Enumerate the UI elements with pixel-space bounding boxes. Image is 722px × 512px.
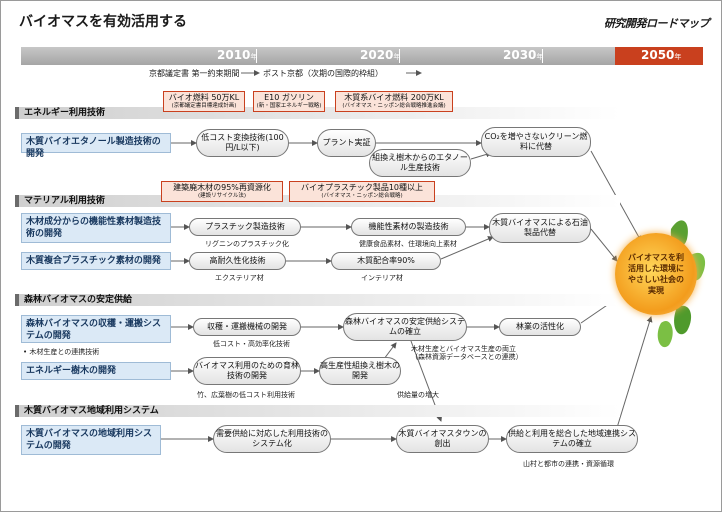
page-title: バイオマスを有効活用する xyxy=(19,14,187,30)
node-demand-system: 需要供給に対応した利用技術のシステム化 xyxy=(213,425,331,453)
note-wood-production: • 木材生産との連携技術 xyxy=(23,348,100,356)
node-regional-link: 供給と利用を総合した地域連携システムの確立 xyxy=(506,425,638,453)
node-durability: 高耐久性化技術 xyxy=(189,252,286,270)
section-supply: 森林バイオマスの安定供給 xyxy=(15,294,620,306)
target-e10: E10 ガソリン(新・国家エネルギー戦略) xyxy=(253,91,325,112)
node-stable-supply: 森林バイオマスの安定供給システムの確立 xyxy=(343,313,467,341)
tech-energy-forest: エネルギー樹木の開発 xyxy=(21,362,171,380)
phase-kyoto-1: 京都議定書 第一約束期間 xyxy=(149,69,240,78)
target-bioplastic: バイオプラスチック製品10種以上(バイオマス・ニッポン総合戦略) xyxy=(289,181,435,202)
conn-link-goal xyxy=(615,316,653,432)
year-2020: 2020年 xyxy=(360,48,401,62)
node-functional-material: 機能性素材の製造技術 xyxy=(351,218,466,236)
timeline-bar xyxy=(21,47,615,65)
ann-health: 健康食品素材、住環境向上素材 xyxy=(359,240,457,248)
tech-regional-system: 木質バイオマスの地域利用システムの開発 xyxy=(21,425,161,455)
tech-functional-material: 木材成分からの機能性素材製造技術の開発 xyxy=(21,213,171,243)
node-biomass-town: 木質バイオマスタウンの創出 xyxy=(396,425,489,453)
ann-coexist: 木材生産とバイオマス生産の両立（森林資源データベースとの連携） xyxy=(411,345,523,361)
node-plastic-tech: プラスチック製造技術 xyxy=(189,218,301,236)
node-co2-clean-fuel: CO₂を増やさないクリーン燃料に代替 xyxy=(481,127,591,157)
timeline-tick xyxy=(256,49,257,63)
ann-lowcost-harvest: 低コスト・高効率化技術 xyxy=(213,340,290,348)
node-harvest-machine: 収穫・運搬機械の開発 xyxy=(193,318,301,336)
node-wood-ratio: 木質配合率90% xyxy=(331,252,441,270)
ann-lignin: リグニンのプラスチック化 xyxy=(205,240,289,248)
ann-village-city: 山村と都市の連携・資源循環 xyxy=(523,460,614,468)
ann-exterior: エクステリア材 xyxy=(215,274,264,282)
node-forestry-revival: 林業の活性化 xyxy=(499,318,581,336)
node-low-cost-conversion: 低コスト変換技術(100円/L以下) xyxy=(196,129,289,157)
node-plant-demo: プラント実証 xyxy=(317,129,376,157)
conn-wood-petro xyxy=(440,236,494,260)
ann-interior: インテリア材 xyxy=(361,274,403,282)
roadmap-label: 研究開発ロードマップ xyxy=(604,17,710,30)
tech-bioethanol: 木質バイオエタノール製造技術の開発 xyxy=(21,133,171,159)
node-breeding-tech: バイオマス利用のための育林技術の開発 xyxy=(193,357,301,385)
timeline-tick xyxy=(399,49,400,63)
target-biofuel-50: バイオ燃料 50万KL(京都議定書目標達成計画) xyxy=(163,91,245,112)
section-regional: 木質バイオマス地域利用システム xyxy=(15,405,620,417)
node-high-productivity: 高生産性組換え樹木の開発 xyxy=(319,357,401,385)
tech-composite-plastic: 木質複合プラスチック素材の開発 xyxy=(21,252,171,270)
timeline-tick xyxy=(542,49,543,63)
goal-circle: バイオマスを利活用した環境にやさしい社会の実現 xyxy=(615,233,697,315)
node-recombinant-ethanol: 組換え樹木からのエタノール生産技術 xyxy=(369,149,471,177)
conn-petro-goal xyxy=(590,228,618,262)
node-petroleum-replace: 木質バイオマスによる石油製品代替 xyxy=(489,213,591,243)
ann-bamboo: 竹、広葉樹の低コスト利用技術 xyxy=(197,391,295,399)
timeline-2050-block xyxy=(615,47,703,65)
goal-text: バイオマスを利活用した環境にやさしい社会の実現 xyxy=(628,253,684,295)
target-biofuel-200: 木質系バイオ燃料 200万KL(バイオマス・ニッポン総合戦略推進会議) xyxy=(335,91,453,112)
year-2050: 2050年 xyxy=(641,48,682,62)
target-recycling: 建築廃木材の95%再資源化(建設リサイクル法) xyxy=(161,181,283,202)
ann-supply-increase: 供給量の増大 xyxy=(397,391,439,399)
year-2030: 2030年 xyxy=(503,48,544,62)
year-2010: 2010年 xyxy=(217,48,258,62)
phase-post-kyoto: ポスト京都（次期の国際的枠組） xyxy=(263,69,383,78)
tech-harvest-transport: 森林バイオマスの収穫・運搬システムの開発 xyxy=(21,315,171,343)
